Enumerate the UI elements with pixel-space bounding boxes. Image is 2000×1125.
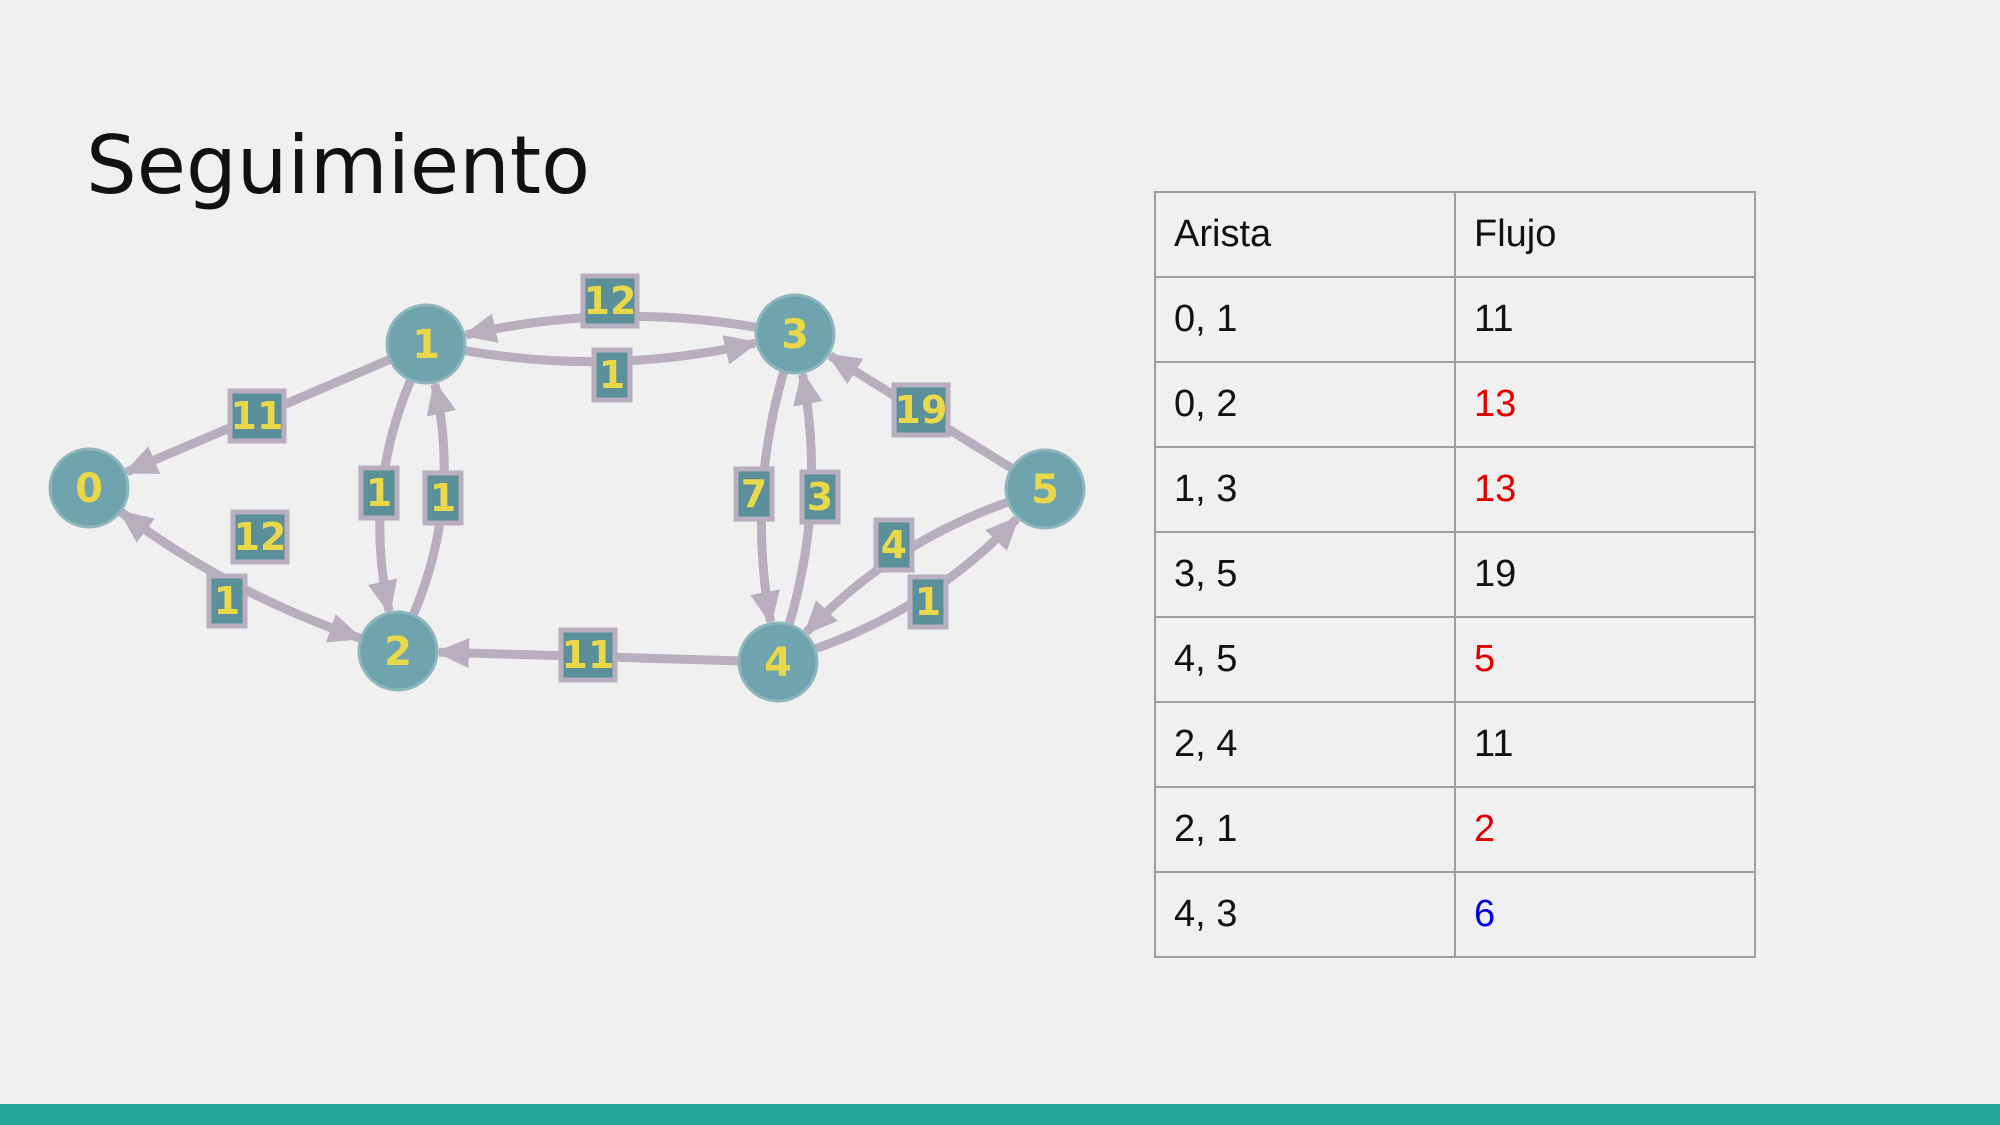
edge-cell: 3, 5: [1154, 531, 1456, 618]
edge-label-box: [907, 574, 949, 630]
edge-label-1-2: 1: [358, 465, 400, 521]
edge-label-text: 7: [741, 472, 767, 516]
edge-label-4-2: 11: [558, 627, 618, 683]
table-header-row: Arista Flujo: [1154, 191, 1756, 278]
edge-label-box: [206, 573, 248, 629]
node-circle: [737, 621, 819, 703]
flow-cell: 5: [1454, 616, 1756, 703]
node-1: 1: [385, 303, 467, 385]
node-circle: [754, 293, 836, 375]
edge-label-text: 1: [599, 353, 625, 397]
node-circle: [48, 447, 130, 529]
edge-cell: 0, 1: [1154, 276, 1456, 363]
edge-label-3-1: 12: [580, 273, 640, 329]
edge-label-1-3: 1: [591, 347, 633, 403]
edge-label-4-5: 1: [907, 574, 949, 630]
edge-label-text: 4: [881, 523, 907, 567]
edge-label-text: 1: [214, 579, 240, 623]
edge-label-text: 3: [807, 475, 833, 519]
edge-label-5-4: 4: [873, 517, 915, 573]
edge-label-2-1: 1: [422, 470, 464, 526]
flow-cell: 6: [1454, 871, 1756, 958]
edge-label-0-2: 1: [206, 573, 248, 629]
edge-cell: 0, 2: [1154, 361, 1456, 448]
edge-cell: 1, 3: [1154, 446, 1456, 533]
flow-cell: 13: [1454, 361, 1756, 448]
flow-cell: 2: [1454, 786, 1756, 873]
edge-label-text: 1: [915, 580, 941, 624]
node-label: 1: [412, 322, 440, 368]
edges-layer: [117, 311, 1021, 669]
flow-cell: 11: [1454, 276, 1756, 363]
edge-cell: 4, 3: [1154, 871, 1456, 958]
node-2: 2: [357, 610, 439, 692]
header-flujo: Flujo: [1454, 191, 1756, 278]
node-label: 5: [1031, 467, 1059, 513]
edge-label-2-0: 12: [230, 509, 290, 565]
edge-label-box: [733, 466, 775, 522]
node-label: 4: [764, 640, 792, 686]
node-5: 5: [1004, 448, 1086, 530]
node-label: 2: [384, 629, 412, 675]
flow-cell: 13: [1454, 446, 1756, 533]
edge-label-box: [227, 388, 287, 444]
edge-label-text: 1: [366, 471, 392, 515]
node-3: 3: [754, 293, 836, 375]
node-circle: [1004, 448, 1086, 530]
edge-cell: 2, 4: [1154, 701, 1456, 788]
edge-label-box: [422, 470, 464, 526]
edge-label-box: [873, 517, 915, 573]
slide-title: Seguimiento: [86, 119, 591, 212]
edge-label-box: [558, 627, 618, 683]
edge-label-text: 12: [584, 279, 637, 323]
edge-label-text: 19: [895, 388, 948, 432]
edge-label-box: [891, 382, 951, 438]
edge-label-box: [591, 347, 633, 403]
bottom-accent-bar: [0, 1104, 2000, 1125]
edge-label-box: [580, 273, 640, 329]
edge-label-4-3: 3: [799, 469, 841, 525]
node-label: 3: [781, 312, 809, 358]
edge-label-5-3: 19: [891, 382, 951, 438]
edge-label-box: [799, 469, 841, 525]
edge-label-1-0: 11: [227, 388, 287, 444]
flow-cell: 19: [1454, 531, 1756, 618]
flow-cell: 11: [1454, 701, 1756, 788]
edge-cell: 2, 1: [1154, 786, 1456, 873]
edge-label-box: [230, 509, 290, 565]
edge-label-text: 12: [234, 515, 287, 559]
node-4: 4: [737, 621, 819, 703]
node-0: 0: [48, 447, 130, 529]
edge-label-3-4: 7: [733, 466, 775, 522]
node-circle: [385, 303, 467, 385]
edge-label-text: 1: [430, 476, 456, 520]
edge-label-box: [358, 465, 400, 521]
edge-label-text: 11: [231, 394, 284, 438]
header-arista: Arista: [1154, 191, 1456, 278]
edge-label-text: 11: [562, 633, 615, 677]
edge-cell: 4, 5: [1154, 616, 1456, 703]
node-label: 0: [75, 466, 103, 512]
node-circle: [357, 610, 439, 692]
